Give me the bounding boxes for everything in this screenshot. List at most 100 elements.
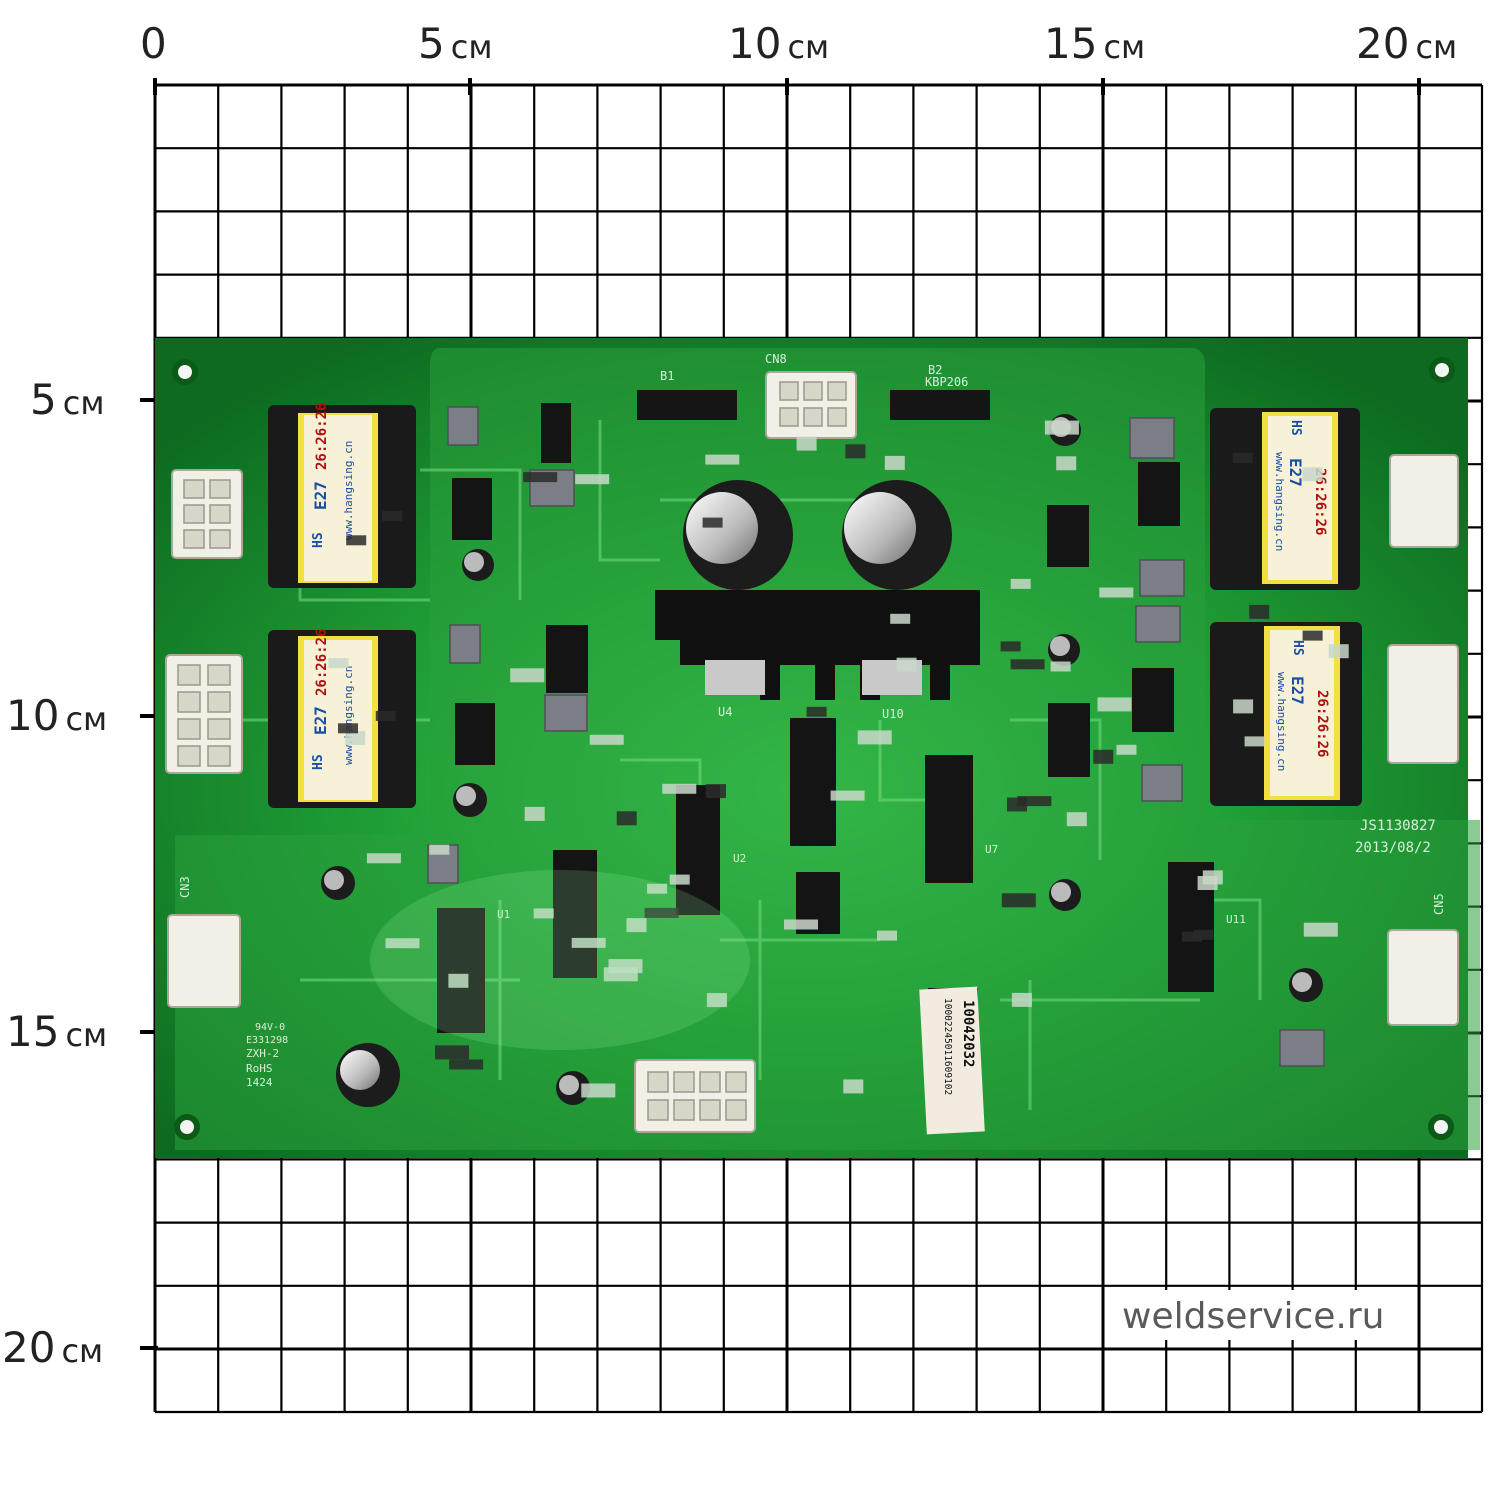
transformer-site: www.hangsing.cn <box>1273 452 1286 551</box>
label-u7: U7 <box>985 843 998 856</box>
transformer-site: www.hangsing.cn <box>342 441 355 540</box>
connector <box>171 469 243 559</box>
transformer-size: 26:26:26 <box>1314 690 1330 757</box>
connector <box>1387 644 1459 764</box>
smd-part <box>806 706 827 717</box>
smd-part <box>890 613 911 624</box>
smd-part <box>1328 644 1349 659</box>
transformer-top-left: HS E27 26:26:26 www.hangsing.cn <box>268 403 416 588</box>
smd-part <box>603 967 638 982</box>
smd-part <box>1302 467 1323 482</box>
smd-part <box>1099 587 1134 598</box>
smd-part <box>884 455 905 470</box>
mounting-hole <box>174 1114 200 1140</box>
smd-part <box>581 1083 616 1098</box>
board-part-code: JS1130827 <box>1360 818 1436 834</box>
smd-part <box>669 874 690 885</box>
serial-sticker: 10042032 10002245011609102 <box>919 986 985 1135</box>
smd-part <box>1050 661 1071 672</box>
smd-part <box>571 937 606 948</box>
label-b2: B2 <box>928 363 942 377</box>
serial-bottom: 10002245011609102 <box>942 998 953 1095</box>
board-date: 2013/08/2 <box>1355 840 1431 856</box>
smd-part <box>857 730 892 745</box>
transformer-brand: HS <box>311 754 326 770</box>
smd-part <box>1017 796 1052 807</box>
smd-part <box>1232 452 1253 463</box>
smd-components <box>328 420 1349 1098</box>
svg-text:94V-0: 94V-0 <box>255 1022 285 1033</box>
transformer-model: E27 <box>311 481 330 510</box>
connector <box>1389 454 1459 548</box>
film-capacitors <box>427 406 1325 1067</box>
label-b1: B1 <box>660 369 674 383</box>
board-small-text: 94V-0 E331298 ZXH-2 RoHS 1424 <box>246 1022 288 1089</box>
smd-part <box>429 844 450 855</box>
ic-u1 <box>437 908 485 1033</box>
smd-part <box>1116 744 1137 755</box>
smd-part <box>644 907 679 918</box>
svg-text:E331298: E331298 <box>246 1035 288 1046</box>
transformer-brand: HS <box>1288 420 1303 436</box>
smd-part <box>1197 876 1218 890</box>
smd-part <box>1244 736 1265 747</box>
transformer-top-right: HS E27 26:26:26 www.hangsing.cn <box>1210 408 1360 590</box>
label-u2: U2 <box>733 852 746 865</box>
transformer-brand: HS <box>1290 640 1305 656</box>
smd-part <box>1249 604 1270 619</box>
label-u10: U10 <box>882 707 904 721</box>
label-u11: U11 <box>1226 913 1246 926</box>
transformer-bottom-left: HS E27 26:26:26 www.hangsing.cn <box>268 629 416 808</box>
mounting-hole <box>1428 1114 1454 1140</box>
transformer-site: www.hangsing.cn <box>342 666 355 765</box>
smd-part <box>435 1045 469 1060</box>
smd-part <box>589 734 624 745</box>
pcb-board: HS E27 26:26:26 www.hangsing.cn HS E27 2… <box>155 338 1480 1158</box>
label-kbp206: KBP206 <box>925 375 968 389</box>
bridge-b1 <box>637 390 737 420</box>
label-u4: U4 <box>718 705 732 719</box>
smd-part <box>626 918 647 933</box>
photo-glare <box>370 870 750 1050</box>
transformer-size: 26:26:26 <box>314 629 330 696</box>
ic-u2 <box>676 785 720 915</box>
top-ruler-label-0: 0 <box>140 19 167 68</box>
transformer-bottom-right: HS E27 26:26:26 www.hangsing.cn <box>1210 622 1362 806</box>
smd-part <box>896 657 917 672</box>
smd-part <box>382 511 403 521</box>
smd-part <box>1233 699 1254 714</box>
smd-part <box>1193 929 1214 940</box>
mounting-hole <box>172 359 198 385</box>
smd-part <box>877 930 897 941</box>
smd-part <box>784 919 818 930</box>
label-cn8: CN8 <box>765 352 787 366</box>
watermark: weldservice.ru <box>1122 1296 1384 1337</box>
smd-part <box>1181 931 1202 942</box>
smd-part <box>1303 922 1338 937</box>
smd-part <box>448 973 469 988</box>
smd-part <box>449 1059 484 1070</box>
transformer-site: www.hangsing.cn <box>1275 672 1288 771</box>
smd-part <box>366 853 401 864</box>
smd-part <box>385 938 420 949</box>
svg-text:ZXH-2: ZXH-2 <box>246 1047 279 1060</box>
smd-part <box>705 454 740 465</box>
smd-part <box>702 517 723 528</box>
capacitor-top <box>686 492 758 564</box>
svg-text:RoHS: RoHS <box>246 1062 273 1075</box>
smd-part <box>533 908 554 919</box>
smd-part <box>845 444 866 459</box>
ic-u7 <box>925 755 973 883</box>
transformer-size: 26:26:26 <box>1312 468 1328 535</box>
label-cn5: CN5 <box>1432 893 1446 915</box>
ic <box>553 850 597 978</box>
connector <box>1387 929 1459 1026</box>
smd-part <box>830 790 865 801</box>
